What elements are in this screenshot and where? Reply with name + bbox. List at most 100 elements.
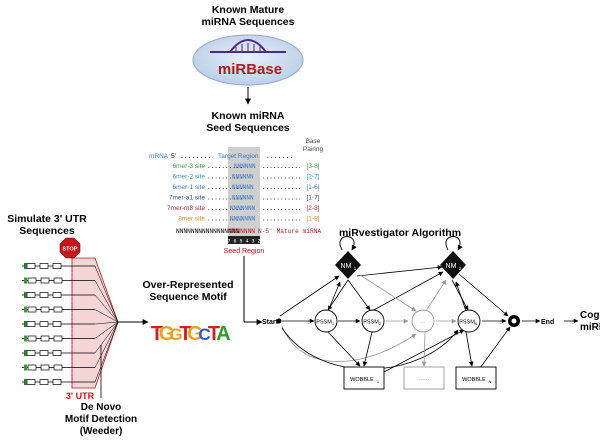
mrna-five-prime: 5' xyxy=(171,153,176,160)
utr-line xyxy=(22,321,119,342)
utr-region xyxy=(71,257,119,389)
svg-text:2: 2 xyxy=(459,266,462,271)
site-rows: 6mer-3 site..........NNNNNN...........[3… xyxy=(167,163,320,223)
site-dots-right: ........... xyxy=(262,184,302,191)
utr-title-line2: Sequences xyxy=(19,225,75,237)
site-dots-right: ........... xyxy=(262,174,302,181)
site-dots-right: ........... xyxy=(262,205,302,212)
svg-text:......: ...... xyxy=(419,376,429,382)
motif-letter: C xyxy=(198,325,210,344)
target-region-label: Target Region xyxy=(218,153,259,160)
site-seed-seq: NNNNNNN xyxy=(230,216,256,223)
cognate-mirna-line1: Cognate xyxy=(580,310,600,321)
utr-line xyxy=(22,306,119,323)
site-seed-seq: NNNNNN xyxy=(234,163,256,170)
site-pairing: [1-6] xyxy=(306,184,319,191)
svg-text:1: 1 xyxy=(377,379,380,384)
site-seed-seq: NNNNNN xyxy=(232,174,254,181)
nm-node-2: NM 2 xyxy=(440,251,466,279)
motif-letter: T xyxy=(179,323,191,345)
base-pairing-header-line1: Base xyxy=(306,138,321,145)
mature-mirna-left: NNNNNNNNNNNNNNNNN xyxy=(176,228,239,235)
site-seed-seq: NNNNNNN xyxy=(230,205,256,212)
mature-mirna-right: N-5' Mature miRNA xyxy=(258,228,321,235)
utr-title-line1: Simulate 3' UTR xyxy=(7,213,87,225)
wobble-node-n: WOBBLE N xyxy=(455,366,497,390)
seed-column-highlight xyxy=(228,147,260,236)
cognate-mirna-line2: miRNA xyxy=(580,322,600,333)
site-pairing: [1-8] xyxy=(306,216,319,223)
utr-line xyxy=(22,321,119,371)
svg-text:NM: NM xyxy=(446,263,457,270)
wobble-node-1: WOBBLE 1 xyxy=(343,366,385,390)
site-name: 8mer site xyxy=(178,216,205,223)
utr-label: 3' UTR xyxy=(66,391,95,401)
motif-letter: G xyxy=(187,323,203,345)
seed-position-numbers: 8 7 6 5 4 3 2 1 xyxy=(221,239,266,245)
mature-mirna-seed: NNNNNNN xyxy=(229,228,255,235)
site-dots-right: ........... xyxy=(262,195,302,202)
algorithm-section: miRvestigator Algorithm xyxy=(262,227,600,390)
svg-text:1: 1 xyxy=(332,321,335,326)
base-pairing-header-line2: Pairing xyxy=(303,146,324,153)
start-node xyxy=(276,318,282,324)
motif-letter: G xyxy=(169,325,182,344)
motif-letter: A xyxy=(216,323,230,345)
known-mature-section: Known Mature miRNA Sequences miRBase Kno… xyxy=(192,4,304,134)
seed-position-bar xyxy=(228,236,260,244)
svg-text:PSSM: PSSM xyxy=(316,320,332,326)
utr-line xyxy=(22,321,119,385)
svg-text:2: 2 xyxy=(379,321,382,326)
site-dots-right: ........... xyxy=(262,216,302,223)
utr-line xyxy=(22,263,119,323)
site-seed-seq: NNNNNN xyxy=(232,184,254,191)
svg-text:PSSM: PSSM xyxy=(459,320,475,326)
seed-title-line2: Seed Sequences xyxy=(206,122,290,134)
algorithm-edges xyxy=(279,265,579,373)
nm-node-1: NM 1 xyxy=(335,251,361,279)
svg-text:1: 1 xyxy=(354,266,357,271)
algorithm-title: miRvestigator Algorithm xyxy=(339,227,461,239)
utr-line xyxy=(22,321,119,356)
site-dots-left: .......... xyxy=(207,174,243,181)
site-row: 7mer-a1 site..........NNNNNN........... [… xyxy=(169,195,320,202)
site-row: 8mer site..........NNNNNNN........... [1-… xyxy=(178,216,319,223)
utr-line xyxy=(22,292,119,323)
end-label: End xyxy=(541,319,554,326)
svg-text:N: N xyxy=(489,379,492,384)
utr-sequence-lines xyxy=(22,263,119,385)
site-dots-left: .......... xyxy=(207,184,243,191)
pssm-node-2: PSSM 2 xyxy=(361,309,385,333)
mrna-label: mRNA xyxy=(149,153,169,160)
mirbase-logo-text: miRBase xyxy=(218,61,282,78)
site-name: 7mer-a1 site xyxy=(169,195,206,202)
pssm-node-ellipsis: ... xyxy=(411,309,435,333)
site-dots-right: ........... xyxy=(262,163,302,170)
mirbase-logo: miRBase xyxy=(192,34,304,86)
svg-text:...: ... xyxy=(420,319,425,325)
site-pairing: [1-7] xyxy=(306,195,319,202)
known-mature-title-line1: Known Mature xyxy=(212,4,284,16)
svg-text:WOBBLE: WOBBLE xyxy=(462,377,486,383)
motif-letter: T xyxy=(151,323,163,345)
pssm-node-n: PSSM N xyxy=(457,309,481,333)
weeder-title-line3: (Weeder) xyxy=(80,426,123,437)
utr-simulation: Simulate 3' UTR Sequences STOP 3' UTR De… xyxy=(7,213,149,437)
utr-line xyxy=(22,321,119,327)
weeder-title-line1: De Novo xyxy=(81,402,122,413)
site-pairing: [3-8] xyxy=(306,163,319,170)
motif-title-line2: Sequence Motif xyxy=(149,291,227,303)
svg-text:N: N xyxy=(475,321,478,326)
seed-region-label: Seed Region xyxy=(224,248,265,255)
site-dots-left: .......... xyxy=(207,216,243,223)
site-seed-seq: NNNNNN xyxy=(232,195,254,202)
start-label: Start xyxy=(262,319,279,326)
site-dots-left: .......... xyxy=(207,195,243,202)
site-name: 6mer-3 site xyxy=(172,163,205,170)
site-row: 6mer-2 site..........NNNNNN...........[2… xyxy=(172,174,319,181)
site-dots-left: .......... xyxy=(207,163,243,170)
site-row: 7mer-m8 site..........NNNNNNN...........… xyxy=(167,205,320,212)
